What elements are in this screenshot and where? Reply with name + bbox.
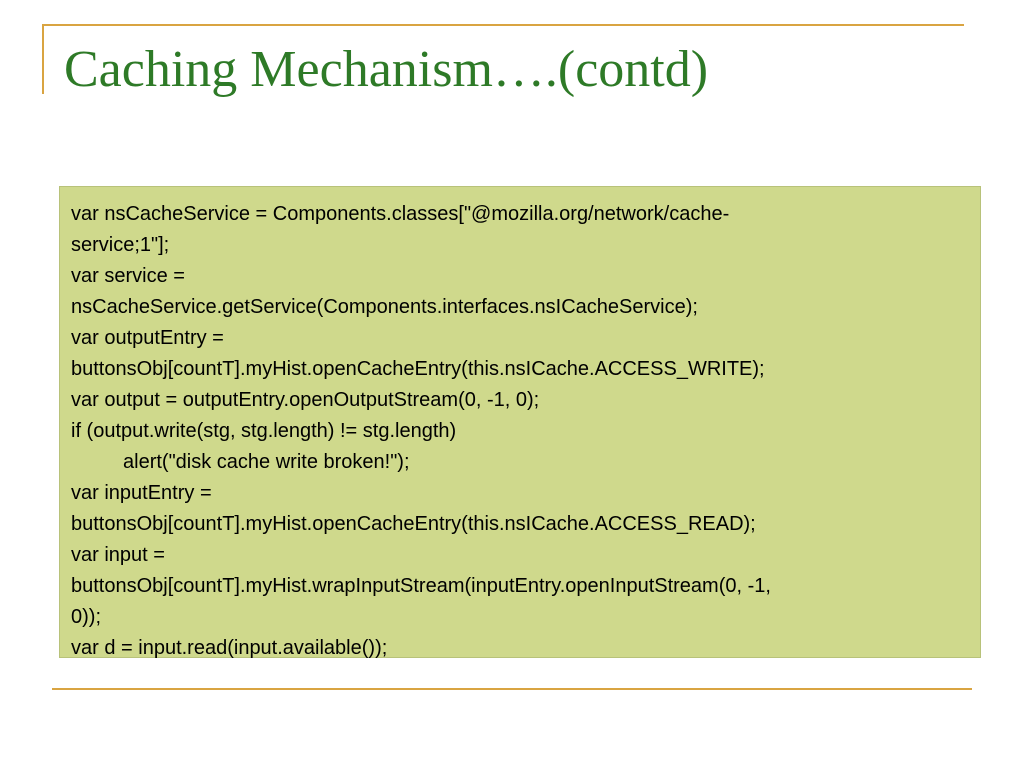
bottom-accent-line [52, 688, 972, 690]
code-block: var nsCacheService = Components.classes[… [59, 186, 981, 659]
left-accent-line [42, 24, 44, 94]
code-line: nsCacheService.getService(Components.int… [71, 296, 698, 318]
code-line: var service = [71, 265, 185, 287]
code-line: 0)); [71, 606, 101, 628]
code-line: buttonsObj[countT].myHist.openCacheEntry… [71, 513, 756, 535]
top-accent-line [42, 24, 964, 26]
code-line: if (output.write(stg, stg.length) != stg… [71, 420, 457, 442]
code-line: buttonsObj[countT].myHist.wrapInputStrea… [71, 575, 771, 597]
code-line: var inputEntry = [71, 482, 212, 504]
code-line: var input = [71, 544, 165, 566]
slide-title: Caching Mechanism….(contd) [64, 41, 709, 98]
code-line: var d = input.read(input.available()); [71, 637, 388, 659]
code-line: var nsCacheService = Components.classes[… [71, 203, 730, 225]
code-line-indented: alert("disk cache write broken!"); [123, 451, 410, 473]
code-line: var outputEntry = [71, 327, 224, 349]
code-line: service;1"]; [71, 234, 170, 256]
code-line: buttonsObj[countT].myHist.openCacheEntry… [71, 358, 765, 380]
code-line: var output = outputEntry.openOutputStrea… [71, 389, 540, 411]
